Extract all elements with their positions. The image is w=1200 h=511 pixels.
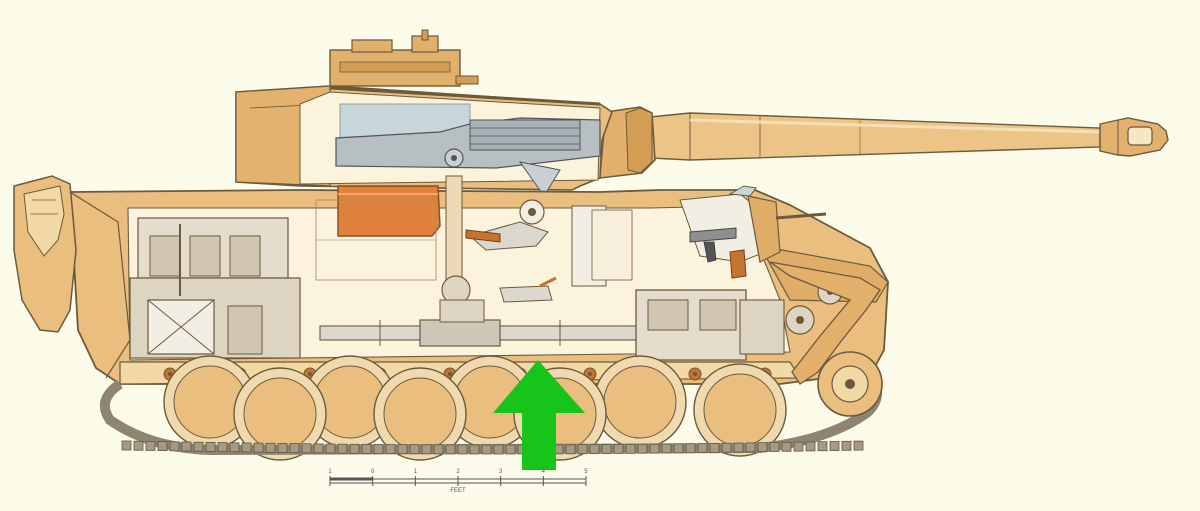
track-link: [637, 443, 648, 454]
suspension-hub-center: [693, 372, 697, 376]
track-link: [565, 444, 576, 455]
suspension-hub-center: [308, 372, 312, 376]
road-wheel-disc: [383, 377, 457, 451]
track-link: [841, 440, 852, 451]
track-link: [157, 441, 168, 452]
engine: [129, 217, 301, 359]
track-link: [649, 443, 660, 454]
track-link: [289, 443, 300, 454]
front-track-guard: [769, 261, 881, 385]
track-link: [757, 442, 768, 453]
suspension-hub-center: [448, 372, 452, 376]
track-link: [241, 442, 252, 453]
track-link: [697, 443, 708, 453]
track-link: [829, 441, 840, 451]
track-link: [373, 444, 384, 454]
scale-tick-label: 4: [542, 469, 546, 475]
track-link: [721, 442, 732, 453]
track-link: [409, 444, 420, 455]
rear-stowage-box: [13, 175, 131, 379]
track-link: [709, 442, 720, 453]
track-link: [769, 442, 780, 452]
track-link: [133, 440, 144, 451]
track-link: [421, 444, 432, 455]
track-link: [457, 444, 468, 455]
track-link: [229, 442, 240, 453]
track-link: [481, 444, 492, 455]
track-link: [613, 444, 624, 454]
track-link: [253, 442, 264, 453]
scale-tick-label: 3: [499, 469, 503, 475]
track-link: [445, 444, 456, 455]
road-wheels: [163, 355, 787, 461]
track-link: [265, 442, 276, 453]
track-link: [325, 443, 336, 454]
track-link: [505, 444, 516, 455]
road-wheel-disc: [243, 377, 317, 451]
gun-barrel: [649, 112, 1101, 161]
track-link: [205, 442, 216, 452]
track-link: [805, 441, 816, 452]
scale-tick-label: 2: [456, 469, 460, 475]
hull-machine-gun-position: [679, 185, 827, 279]
track-link: [337, 443, 348, 454]
commander-cupola: [329, 29, 479, 87]
scale-ticks: 1 0 1 2 3 4 5: [328, 469, 588, 486]
track-link: [217, 442, 228, 452]
fighting-compartment: [315, 175, 633, 305]
fuel-tank: [337, 185, 441, 237]
track-link: [433, 444, 444, 455]
gun-breech: [335, 117, 601, 197]
track-link: [193, 441, 204, 452]
transmission: [635, 279, 843, 361]
track-link: [661, 443, 672, 454]
up-arrow-icon: [493, 360, 585, 470]
track-link: [181, 441, 192, 452]
drive-shaft: [319, 299, 651, 347]
track-link: [493, 444, 504, 455]
muzzle-brake: [1099, 117, 1169, 157]
suspension-hub-center: [168, 372, 172, 376]
scale-tick-label: 0: [371, 469, 375, 475]
track-link: [313, 443, 324, 454]
track-link: [733, 442, 744, 453]
scale-tick-label: 5: [584, 469, 588, 475]
track-link: [601, 444, 612, 454]
scale-bar: 1 0 1 2 3 4 5 FEET: [328, 469, 588, 494]
track-link: [853, 440, 864, 451]
track-link: [589, 444, 600, 455]
track-link: [817, 441, 828, 452]
track-link: [469, 444, 480, 455]
track-link: [277, 443, 288, 453]
track-link: [673, 443, 684, 454]
suspension-hub-center: [588, 372, 592, 376]
track-link: [301, 443, 312, 454]
track-link: [577, 444, 588, 455]
track-link: [361, 444, 372, 454]
track-link: [385, 444, 396, 455]
track-link: [169, 441, 180, 452]
scale-unit-label: FEET: [450, 488, 466, 494]
scale-tick-label: 1: [414, 469, 418, 475]
track-link: [397, 444, 408, 455]
scale-tick-label: 1: [328, 469, 332, 475]
track-link: [745, 442, 756, 453]
drive-sprocket: [817, 351, 883, 417]
track-link: [349, 443, 360, 454]
track-link: [145, 441, 156, 451]
track-link: [685, 443, 696, 454]
track-link: [121, 440, 132, 451]
road-wheel-disc: [603, 365, 677, 439]
track-link: [781, 441, 792, 452]
track-link: [625, 443, 636, 454]
track-link: [793, 441, 804, 452]
road-wheel-disc: [703, 373, 777, 447]
